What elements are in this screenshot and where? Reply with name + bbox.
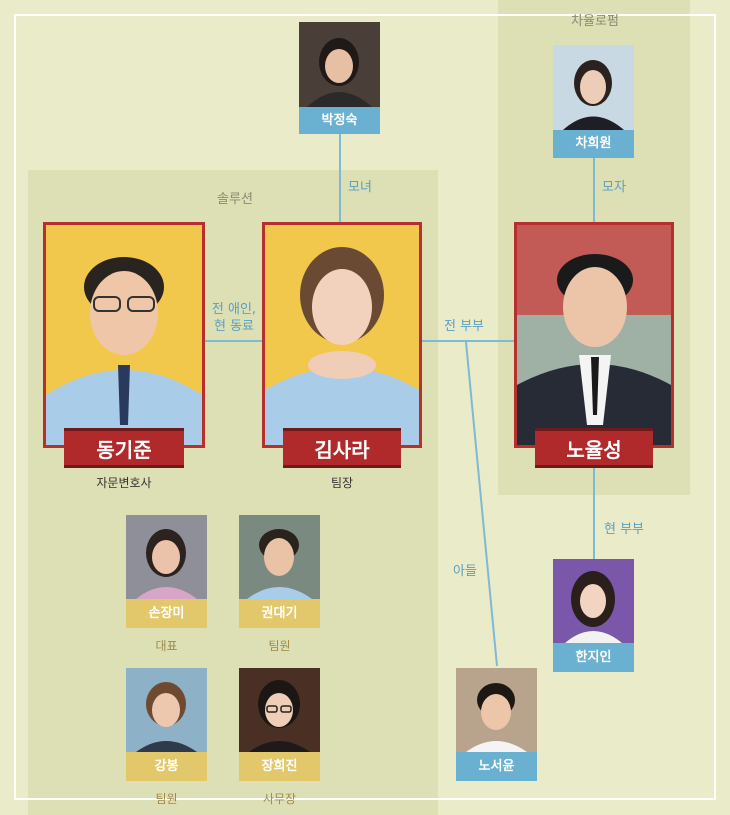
- photo-no-seoyun: [456, 668, 537, 752]
- portrait-man-suit-icon: [517, 225, 671, 445]
- role-kwon-daegi: 팀원: [268, 639, 291, 653]
- name-jang-huijin: 장희진: [239, 752, 320, 781]
- name-kwon-daegi: 권대기: [239, 599, 320, 628]
- outer-frame: [14, 14, 716, 800]
- card-kim-sara: [262, 222, 422, 448]
- photo-cha-huiwon: [553, 45, 634, 130]
- name-dong-gijun: 동기준: [64, 428, 184, 468]
- name-cha-huiwon: 차희원: [553, 130, 634, 158]
- line-son-seoyun: [465, 341, 498, 667]
- card-no-yulseong: [514, 222, 674, 448]
- portrait-man-glasses-icon: [46, 225, 202, 445]
- name-no-seoyun: 노서윤: [456, 752, 537, 781]
- portrait-man-icon: [239, 515, 320, 599]
- solution-group-label: 솔루션: [217, 192, 253, 207]
- photo-son-jangmi: [126, 515, 207, 599]
- role-gang-bong: 팀원: [155, 792, 178, 806]
- portrait-boy-icon: [456, 668, 537, 752]
- role-son-jangmi: 대표: [155, 639, 178, 653]
- name-kim-sara: 김사라: [283, 428, 401, 468]
- portrait-woman-icon: [126, 668, 207, 752]
- photo-park-jeongsuk: [299, 22, 380, 107]
- name-han-jiin: 한지인: [553, 643, 634, 672]
- line-park-kim: [339, 134, 341, 222]
- chaebol-group-label: 차율로펌: [571, 14, 619, 29]
- rel-ex-lover-2: 현 동료: [213, 319, 254, 334]
- photo-kwon-daegi: [239, 515, 320, 599]
- portrait-woman-icon: [126, 515, 207, 599]
- card-dong-gijun: [43, 222, 205, 448]
- photo-han-jiin: [553, 559, 634, 643]
- rel-son: 아들: [453, 564, 477, 579]
- rel-ex-lover-1: 전 애인,: [211, 302, 257, 317]
- role-kim-sara: 팀장: [330, 476, 354, 490]
- rel-mother-daughter: 모녀: [348, 180, 372, 195]
- name-no-yulseong: 노율성: [535, 428, 653, 468]
- photo-gang-bong: [126, 668, 207, 752]
- portrait-woman-icon: [265, 225, 419, 445]
- name-park-jeongsuk: 박정숙: [299, 107, 380, 134]
- role-jang-huijin: 사무장: [262, 792, 297, 806]
- photo-jang-huijin: [239, 668, 320, 752]
- name-son-jangmi: 손장미: [126, 599, 207, 628]
- portrait-woman-icon: [299, 22, 380, 107]
- portrait-woman-icon: [553, 559, 634, 643]
- portrait-woman-glasses-icon: [239, 668, 320, 752]
- role-dong-gijun: 자문변호사: [96, 476, 152, 490]
- rel-ex-spouse: 전 부부: [443, 319, 484, 334]
- line-no-han: [593, 468, 595, 560]
- line-dong-kim: [205, 340, 263, 342]
- portrait-woman-icon: [553, 45, 634, 130]
- rel-mother-son: 모자: [602, 180, 626, 195]
- rel-current-spouse: 현 부부: [603, 522, 644, 537]
- line-cha-no: [593, 158, 595, 222]
- line-kim-no: [422, 340, 514, 342]
- name-gang-bong: 강봉: [126, 752, 207, 781]
